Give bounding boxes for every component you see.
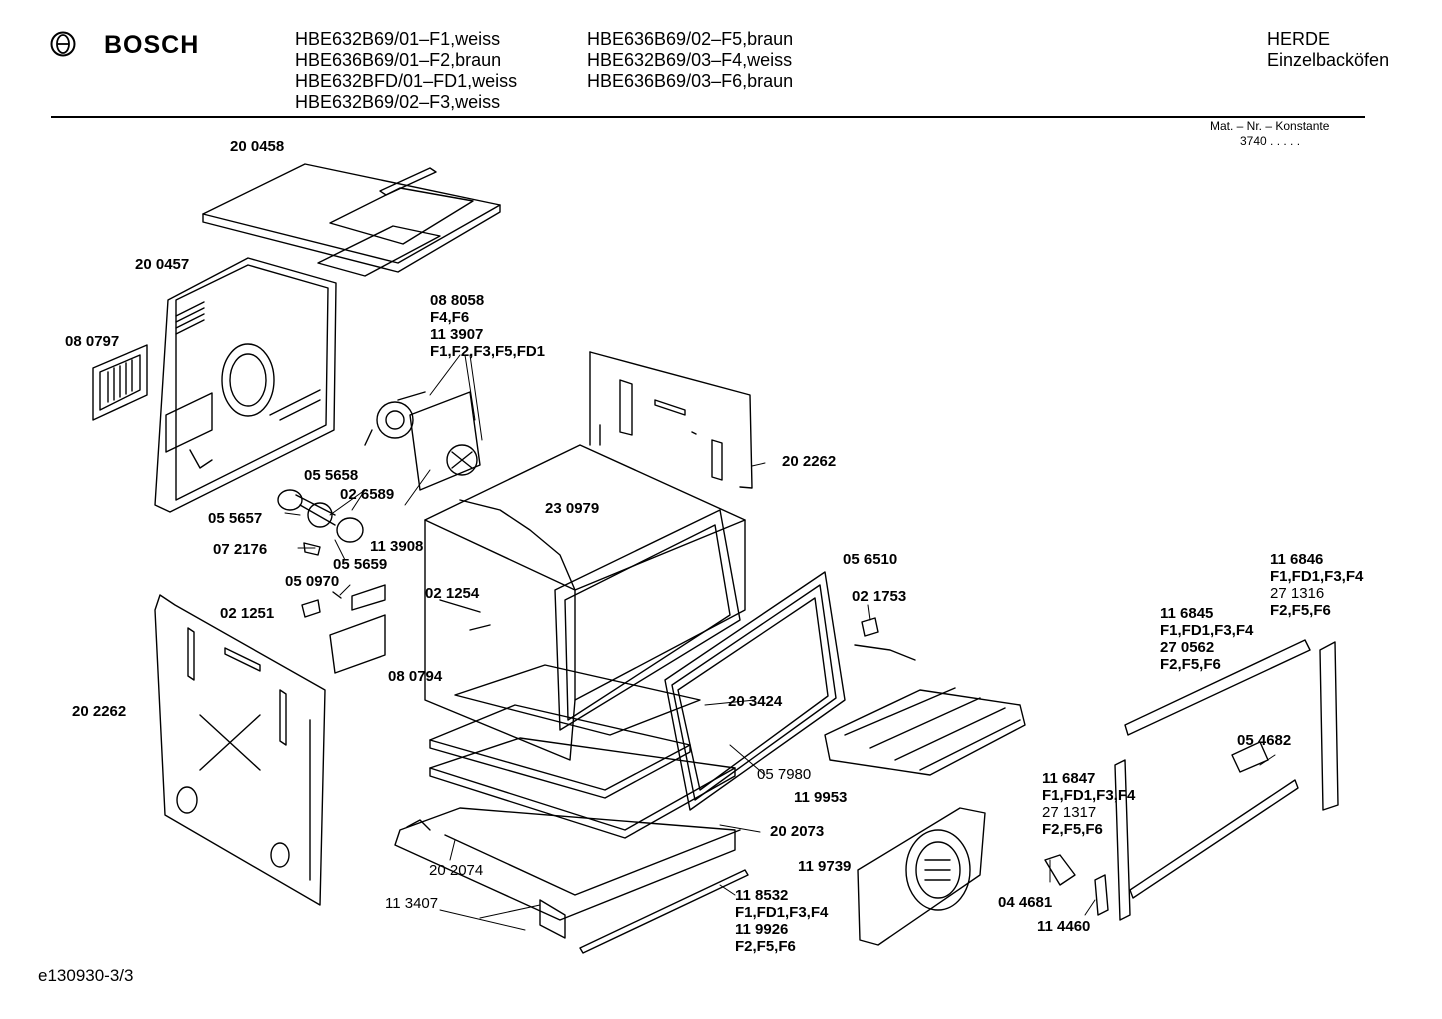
part-label: 20 2262: [72, 703, 127, 720]
part-label: 05 5657: [208, 510, 263, 527]
part-number: 11 3907: [430, 326, 484, 343]
part-variant: F4,F6: [430, 309, 470, 326]
part-label: 02 6589: [340, 486, 395, 503]
material-value: 3740 . . . . .: [1240, 134, 1301, 148]
part-number: 27 0562: [1160, 639, 1215, 656]
fan-cover-part: [857, 807, 986, 946]
side-panel-right-part: [589, 351, 753, 489]
material-number: Mat. – Nr. – Konstante 3740 . . . . .: [1210, 119, 1329, 149]
part-label: 11 6847 F1,FD1,F3,F4 27 1317 F2,F5,F6: [1042, 770, 1135, 838]
heating-element-part: [824, 617, 1026, 776]
bottom-frame-part: [394, 807, 749, 954]
fan-motor-part: [364, 391, 481, 491]
part-number: 27 1317: [1042, 804, 1097, 821]
part-variant: F2,F5,F6: [1270, 602, 1331, 619]
part-label: 20 3424: [728, 693, 783, 710]
part-variant: F1,FD1,F3,F4: [1160, 622, 1254, 639]
part-label: 08 8058 F4,F6 11 3907 F1,F2,F3,F5,FD1: [430, 292, 545, 360]
part-label: 07 2176: [213, 541, 268, 558]
leader-lines: [284, 354, 1276, 931]
header-divider: [51, 116, 1365, 118]
door-seal-part: [664, 571, 846, 811]
category-subtitle: Einzelbacköfen: [1267, 50, 1390, 70]
side-rails-part: [1044, 639, 1339, 921]
part-label: 02 1251: [220, 605, 275, 622]
top-cover-part: [202, 163, 501, 277]
part-label: 11 9739: [798, 858, 852, 875]
part-label: 02 1254: [425, 585, 480, 602]
part-variant: F1,FD1,F3,F4: [1042, 787, 1136, 804]
material-label: Mat. – Nr. – Konstante: [1210, 119, 1330, 133]
part-variant: F2,F5,F6: [1160, 656, 1221, 673]
document-id: e130930-3/3: [38, 966, 134, 985]
model-list-1: HBE632B69/01–F1,weiss HBE636B69/01–F2,br…: [295, 29, 517, 113]
part-label: 20 2074: [429, 862, 484, 879]
category-title: HERDE: [1267, 29, 1331, 49]
part-label: 08 0794: [388, 668, 443, 685]
part-label: 11 3407: [385, 895, 439, 912]
model-line: HBE632B69/03–F4,weiss: [587, 50, 793, 70]
part-number: 11 6845: [1160, 605, 1214, 622]
part-label: 05 7980: [757, 766, 812, 783]
lamp-parts: [277, 489, 386, 674]
model-line: HBE632BFD/01–FD1,weiss: [295, 71, 518, 91]
part-label: 05 6510: [843, 551, 898, 568]
oven-muffle-part: [424, 444, 746, 761]
category: HERDE Einzelbacköfen: [1267, 29, 1389, 71]
part-number: 11 8532: [735, 887, 789, 904]
model-line: HBE632B69/02–F3,weiss: [295, 92, 501, 112]
part-variant: F1,F2,F3,F5,FD1: [430, 343, 546, 360]
baking-trays-part: [429, 664, 736, 839]
part-label: 05 5659: [333, 556, 388, 573]
part-label: 08 0797: [65, 333, 120, 350]
brand-name: BOSCH: [104, 31, 200, 59]
part-label: 11 8532 F1,FD1,F3,F4 11 9926 F2,F5,F6: [735, 887, 828, 955]
part-label: 11 9953: [794, 789, 848, 806]
part-variant: F1,FD1,F3,F4: [735, 904, 829, 921]
part-label: 20 0457: [135, 256, 190, 273]
bosch-logo-icon: [50, 31, 76, 57]
part-number: 27 1316: [1270, 585, 1325, 602]
part-label: 20 0458: [230, 138, 285, 155]
part-variant: F2,F5,F6: [735, 938, 796, 955]
part-number: 11 9926: [735, 921, 789, 938]
side-panel-left-part: [154, 594, 326, 906]
part-label: 05 0970: [285, 573, 340, 590]
part-label: 04 4681: [998, 894, 1053, 911]
part-label: 20 2073: [770, 823, 825, 840]
model-line: HBE636B69/03–F6,braun: [587, 71, 794, 91]
part-label: 23 0979: [545, 500, 600, 517]
part-variant: F2,F5,F6: [1042, 821, 1103, 838]
part-label: 11 6846 F1,FD1,F3,F4 27 1316 F2,F5,F6: [1270, 551, 1363, 619]
model-line: HBE636B69/02–F5,braun: [587, 29, 794, 49]
part-label: 02 1753: [852, 588, 907, 605]
rear-panel-part: [154, 257, 337, 513]
part-variant: F1,FD1,F3,F4: [1270, 568, 1364, 585]
part-label: 11 4460: [1037, 918, 1091, 935]
part-number: 08 8058: [430, 292, 485, 309]
part-label: 11 6845 F1,FD1,F3,F4 27 0562 F2,F5,F6: [1160, 605, 1253, 673]
part-label: 05 4682: [1237, 732, 1292, 749]
part-label: 20 2262: [782, 453, 837, 470]
model-list-2: HBE636B69/02–F5,braun HBE632B69/03–F4,we…: [587, 29, 793, 92]
model-line: HBE632B69/01–F1,weiss: [295, 29, 501, 49]
model-line: HBE636B69/01–F2,braun: [295, 50, 502, 70]
part-number: 11 6846: [1270, 551, 1324, 568]
part-label: 11 3908: [370, 538, 424, 555]
part-number: 11 6847: [1042, 770, 1096, 787]
vent-grille-part: [92, 344, 148, 421]
part-label: 05 5658: [304, 467, 359, 484]
